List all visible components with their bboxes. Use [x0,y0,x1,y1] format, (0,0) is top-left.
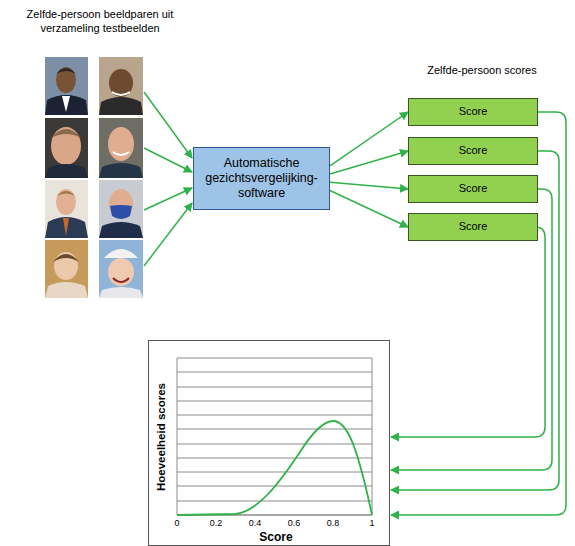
flow-arrow [330,112,408,166]
score-box: Score [408,175,538,203]
score-text: Score [459,144,488,157]
axis-tick: 1 [369,518,374,529]
flow-arrow [391,112,566,515]
box-text: Automatische gezichtsvergelijking- softw… [198,156,325,201]
axis-tick: 0.2 [210,518,223,529]
axis-tick: 0.6 [288,518,301,529]
face-photos [45,57,143,298]
score-box: Score [408,213,538,241]
flow-arrow [330,151,408,174]
flow-arrow [330,182,408,189]
score-text: Score [459,182,488,195]
score-box: Score [408,137,538,165]
process-box: Automatische gezichtsvergelijking- softw… [193,147,330,210]
flow-arrow [391,151,559,490]
axis-title: Score [259,530,292,544]
flow-arrow [391,189,552,470]
axis-tick: 0.8 [327,518,340,529]
axis-title: Hoeveelheid scores [155,383,167,491]
flow-arrow [391,227,545,437]
axis-tick: 0 [174,518,179,529]
score-text: Score [459,220,488,233]
chart-frame: Hoeveelheid scoresScore [148,340,390,546]
flow-arrow [330,190,408,227]
group-title: Zelfde-persoon beeldparen uit verzamelin… [10,8,190,36]
histogram-chart [148,340,390,546]
score-text: Score [459,105,488,118]
photo-arrows [144,92,192,266]
axis-tick: 0.4 [249,518,262,529]
score-box: Score [408,98,538,126]
column-title: Zelfde-persoon scores [407,64,557,78]
